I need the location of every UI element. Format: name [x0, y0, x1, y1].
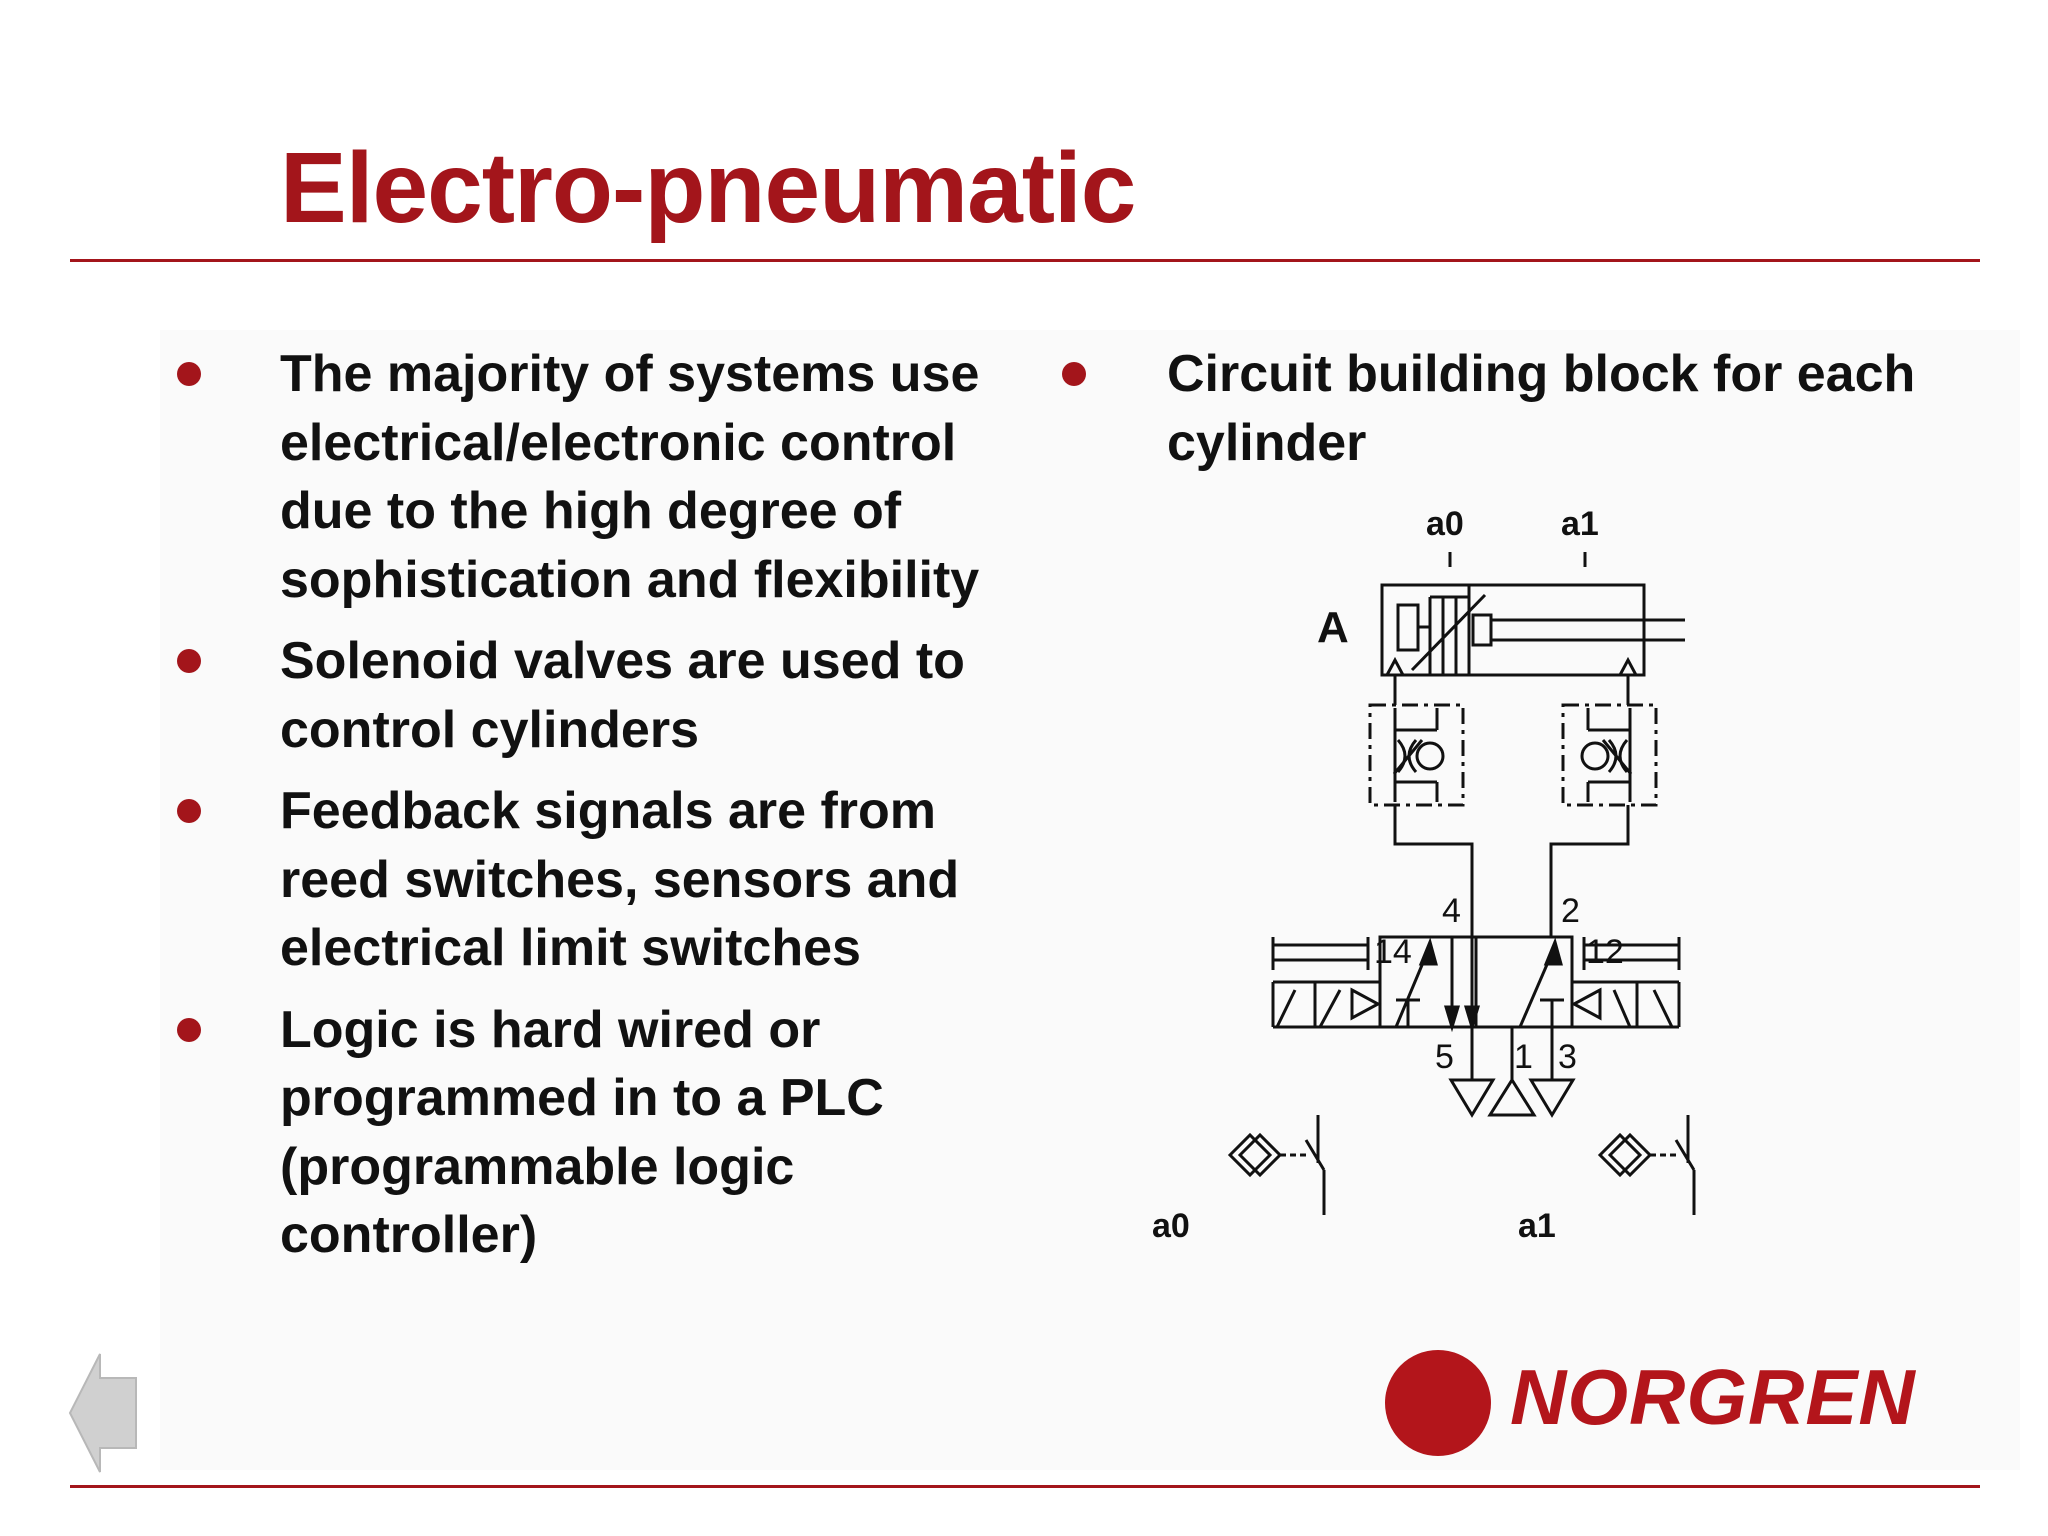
right-bullet-list: Circuit building block for each cylinder: [1055, 340, 1955, 477]
bullet-item: Feedback signals are from reed switches,…: [170, 777, 1000, 983]
switch-label-a1: a1: [1518, 1207, 1556, 1245]
pneumatic-circuit-diagram: a0 a1 A 4 2 14 12 5 1 3 a0 a1: [1140, 490, 1720, 1290]
exhaust-port-5: [1448, 1027, 1496, 1118]
title-divider: [70, 259, 1980, 262]
circuit-svg: a0 a1 A 4 2 14 12 5 1 3 a0 a1: [1152, 505, 1696, 1245]
back-arrow-icon[interactable]: [66, 1348, 146, 1478]
slide-title: Electro-pneumatic: [280, 132, 1136, 244]
flow-control-valve-left: [1368, 703, 1465, 807]
right-column: Circuit building block for each cylinder: [1055, 340, 1955, 490]
solenoid-actuator-left: [1271, 937, 1382, 1029]
cylinder-label: A: [1317, 603, 1349, 652]
logo-text: NORGREN: [1510, 1353, 1916, 1441]
exhaust-port-3: [1528, 1027, 1576, 1118]
port-label-12: 12: [1586, 933, 1624, 971]
pipe-port-4: [1393, 805, 1474, 937]
flow-control-valve-right-symbol: [1580, 708, 1633, 802]
port-label-14: 14: [1374, 933, 1412, 971]
reed-switch-a1: [1597, 1115, 1696, 1215]
port-label-1: 1: [1514, 1038, 1533, 1076]
flow-control-valve-right: [1561, 703, 1658, 807]
bullet-item: Logic is hard wired or programmed in to …: [170, 996, 1000, 1270]
port-label-5: 5: [1435, 1038, 1454, 1076]
cylinder-body: [1380, 583, 1685, 677]
bullet-item: The majority of systems use electrical/e…: [170, 340, 1000, 614]
supply-port-1: [1487, 1027, 1537, 1117]
bullet-dot-icon: [177, 362, 201, 386]
bullet-text: Logic is hard wired or programmed in to …: [280, 1000, 884, 1265]
cylinder-cushion-marks: [1384, 656, 1639, 677]
reed-switch-a0: [1227, 1115, 1326, 1215]
bullet-item: Circuit building block for each cylinder: [1055, 340, 1955, 477]
bullet-text: Solenoid valves are used to control cyli…: [280, 632, 965, 759]
logo-circle: [1385, 1350, 1491, 1456]
port-label-3: 3: [1558, 1038, 1577, 1076]
bullet-dot-icon: [177, 1017, 201, 1042]
norgren-logo: NORGREN: [1385, 1350, 1985, 1466]
bullet-item: Solenoid valves are used to control cyli…: [170, 627, 1000, 764]
bullet-dot-icon: [177, 799, 201, 823]
port-label-4: 4: [1442, 892, 1461, 930]
bullet-text: The majority of systems use electrical/e…: [280, 345, 980, 609]
left-column: The majority of systems use electrical/e…: [170, 340, 1000, 1283]
port-label-2: 2: [1561, 892, 1580, 930]
bullet-text: Feedback signals are from reed switches,…: [280, 782, 960, 977]
switch-label-a0: a0: [1152, 1207, 1190, 1245]
flow-control-valve-left-symbol: [1392, 708, 1445, 802]
content-panel: [160, 330, 2020, 1470]
sensor-label-a0: a0: [1426, 505, 1464, 543]
bullet-dot-icon: [177, 649, 201, 673]
solenoid-valve-5-2: [1378, 935, 1574, 1033]
pipe-port-2: [1549, 805, 1630, 937]
left-bullet-list: The majority of systems use electrical/e…: [170, 340, 1000, 1270]
bullet-text: Circuit building block for each cylinder: [1167, 345, 1916, 472]
sensor-label-a1: a1: [1561, 505, 1599, 543]
bullet-dot-icon: [1062, 362, 1086, 386]
solenoid-actuator-right: [1570, 937, 1681, 1029]
footer-divider: [70, 1485, 1980, 1488]
